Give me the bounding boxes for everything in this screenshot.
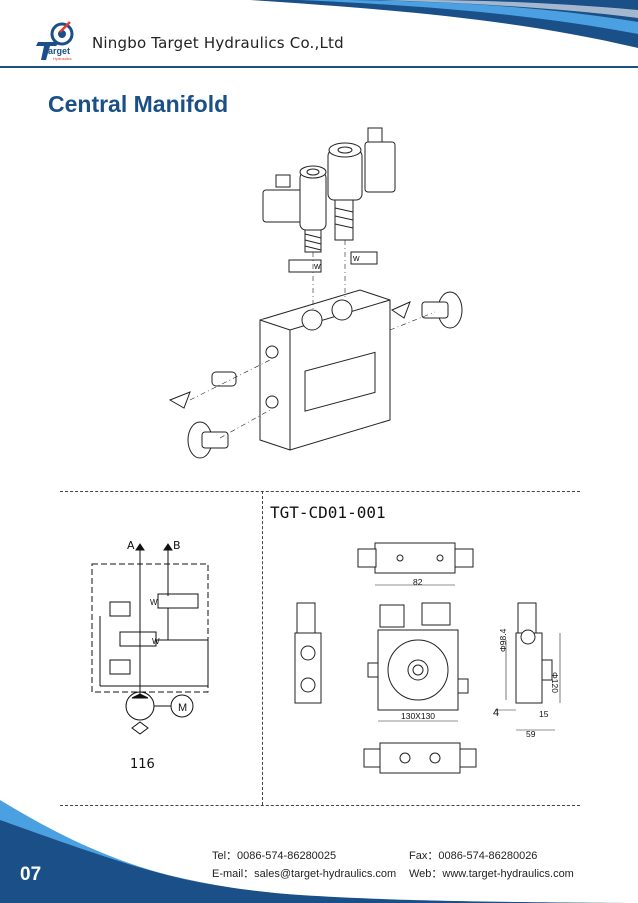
port-a-label: A [127, 539, 135, 552]
hydraulic-schematic: M W W [91, 543, 209, 735]
header-divider [0, 66, 638, 68]
footer-swoosh [0, 800, 638, 903]
dimension-phi-84: Φ98.4 [498, 628, 508, 652]
svg-text:Hydraulics: Hydraulics [53, 56, 72, 61]
dimension-15: 15 [539, 709, 549, 719]
dimension-82: 82 [413, 577, 423, 587]
exploded-label-w2: W [353, 256, 360, 263]
dimension-phi-120: Φ120 [550, 672, 560, 693]
section-divider-top [60, 491, 580, 492]
dimension-drawings [294, 542, 561, 774]
exploded-label-w1: W [314, 264, 321, 271]
dimension-59: 59 [526, 729, 536, 739]
section-divider-bottom [60, 805, 580, 806]
contact-tel: Tel：0086-574-86280025 [212, 850, 337, 862]
svg-text:M: M [178, 702, 187, 714]
company-logo: arget Hydraulics [36, 21, 74, 61]
dimension-4: 4 [493, 707, 500, 719]
section-divider-vertical [262, 491, 263, 805]
model-code: TGT-CD01-001 [270, 503, 386, 522]
header-swoosh [250, 0, 638, 48]
contact-fax: Fax：0086-574-86280026 [409, 850, 538, 862]
schematic-code: 116 [130, 757, 155, 772]
contact-email[interactable]: E-mail：sales@target-hydraulics.com [212, 868, 397, 880]
schematic-label-w1: W [150, 598, 158, 607]
dimension-130x130: 130X130 [401, 711, 436, 721]
exploded-view-illustration: W W [168, 127, 463, 459]
svg-text:arget: arget [48, 46, 70, 56]
port-b-label: B [173, 539, 181, 552]
schematic-label-w2: W [152, 637, 160, 646]
contact-web[interactable]: Web：www.target-hydraulics.com [409, 868, 574, 880]
page-number: 07 [20, 864, 42, 885]
page-title: Central Manifold [48, 91, 229, 117]
company-name: Ningbo Target Hydraulics Co.,Ltd [92, 34, 344, 52]
